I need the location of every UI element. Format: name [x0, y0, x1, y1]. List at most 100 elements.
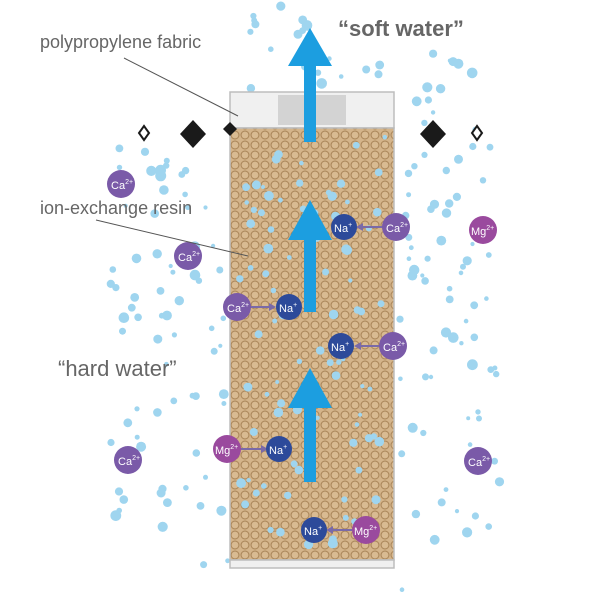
water-bubble-icon — [428, 374, 434, 380]
water-bubble-icon — [328, 309, 339, 320]
water-bubble-icon — [406, 256, 412, 262]
water-bubble-icon — [243, 382, 253, 392]
water-bubble-icon — [422, 82, 433, 93]
water-bubble-icon — [114, 487, 124, 496]
water-bubble-icon — [409, 264, 420, 276]
water-bubble-icon — [429, 346, 438, 355]
water-bubble-icon — [424, 255, 431, 262]
water-bubble-icon — [123, 418, 133, 428]
water-bubble-icon — [200, 561, 208, 569]
water-bubble-icon — [460, 263, 466, 270]
water-bubble-icon — [373, 207, 382, 217]
svg-text:Na+: Na+ — [304, 525, 322, 538]
soft-water-label: “soft water” — [338, 16, 464, 41]
water-bubble-icon — [218, 343, 223, 348]
water-bubble-icon — [445, 295, 454, 304]
water-bubble-icon — [358, 412, 363, 417]
water-bubble-icon — [272, 318, 278, 324]
water-bubble-icon — [354, 422, 360, 427]
water-bubble-icon — [406, 192, 412, 198]
water-bubble-icon — [119, 495, 129, 504]
svg-text:Na+: Na+ — [269, 444, 287, 457]
water-bubbles-outside — [106, 1, 505, 592]
sodium-ion: Na+ — [266, 436, 292, 462]
svg-text:Ca2+: Ca2+ — [386, 222, 408, 235]
water-bubble-icon — [286, 255, 292, 260]
water-bubble-icon — [454, 509, 460, 514]
water-bubble-icon — [246, 478, 251, 483]
water-bubble-icon — [315, 346, 325, 355]
water-bubble-icon — [220, 315, 227, 322]
water-bubble-icon — [115, 144, 124, 153]
svg-text:Mg2+: Mg2+ — [354, 525, 377, 538]
water-bubble-icon — [469, 142, 477, 151]
exchange-arrow — [356, 223, 383, 231]
water-bubble-icon — [442, 166, 450, 175]
water-bubble-icon — [479, 177, 487, 184]
water-bubble-icon — [314, 69, 322, 76]
water-bubble-icon — [441, 208, 452, 218]
ions: Ca2+ Ca2+ Ca2+ Mg2+ Ca2+ Na+ Ca2+ — [107, 170, 497, 544]
water-bubble-icon — [130, 293, 140, 302]
diamond-marker-icon — [137, 124, 151, 142]
water-bubble-icon — [470, 333, 479, 342]
water-bubble-icon — [156, 287, 165, 295]
exchange-arrow — [354, 342, 380, 350]
water-bubble-icon — [241, 500, 250, 509]
water-bubble-icon — [420, 429, 427, 437]
resin-leader-line — [95, 219, 249, 257]
water-bubble-icon — [192, 449, 201, 457]
svg-text:Na+: Na+ — [279, 302, 297, 315]
water-bubble-icon — [475, 409, 481, 415]
water-bubble-icon — [492, 365, 498, 371]
svg-text:Ca2+: Ca2+ — [383, 341, 405, 354]
calcium-ion: Ca2+ — [107, 170, 135, 198]
diamond-marker-icon — [420, 120, 446, 148]
filter-cartridge — [229, 91, 395, 569]
calcium-ion: Ca2+ — [223, 293, 251, 321]
svg-text:Na+: Na+ — [334, 222, 352, 235]
water-bubble-icon — [325, 189, 332, 196]
water-bubble-icon — [196, 502, 205, 510]
water-bubble-icon — [277, 399, 286, 408]
water-bubble-icon — [290, 460, 298, 468]
water-bubble-icon — [420, 273, 425, 278]
water-bubble-icon — [251, 20, 260, 29]
water-bubble-icon — [338, 74, 344, 79]
water-bubble-icon — [170, 397, 178, 405]
svg-text:Ca2+: Ca2+ — [227, 302, 249, 315]
exchange-arrow — [326, 526, 352, 534]
magnesium-ion: Mg2+ — [213, 435, 241, 463]
water-bubble-icon — [448, 332, 459, 343]
water-bubble-icon — [153, 408, 162, 417]
water-bubble-icon — [430, 110, 436, 115]
water-bubble-icon — [471, 512, 479, 520]
flow-arrow-middle — [288, 200, 332, 312]
water-bubble-icon — [171, 332, 177, 338]
magnesium-ion: Mg2+ — [469, 216, 497, 244]
diamond-marker-icon — [470, 124, 484, 142]
water-bubble-icon — [484, 296, 489, 301]
water-bubble-icon — [429, 534, 440, 545]
water-bubble-icon — [163, 498, 172, 507]
water-bubble-icon — [422, 373, 429, 381]
leader-lines — [95, 57, 249, 257]
polypropylene-leader-line — [123, 57, 239, 117]
water-bubble-icon — [336, 359, 342, 365]
water-bubble-icon — [261, 185, 265, 189]
water-bubble-icon — [371, 495, 381, 505]
water-bubble-icon — [437, 498, 446, 507]
water-bubble-icon — [462, 256, 472, 266]
flow-arrow-bottom — [288, 368, 332, 482]
calcium-ion: Ca2+ — [379, 332, 407, 360]
water-bubble-icon — [136, 441, 147, 452]
flow-arrow-top — [288, 28, 332, 142]
water-bubble-icon — [326, 359, 334, 367]
water-bubble-icon — [399, 587, 405, 592]
water-bubble-icon — [216, 266, 224, 274]
water-bubble-icon — [421, 119, 428, 127]
water-bubble-icon — [446, 285, 453, 292]
water-bubble-icon — [276, 527, 285, 537]
water-bubble-icon — [208, 325, 215, 332]
water-bubble-icon — [246, 219, 256, 229]
